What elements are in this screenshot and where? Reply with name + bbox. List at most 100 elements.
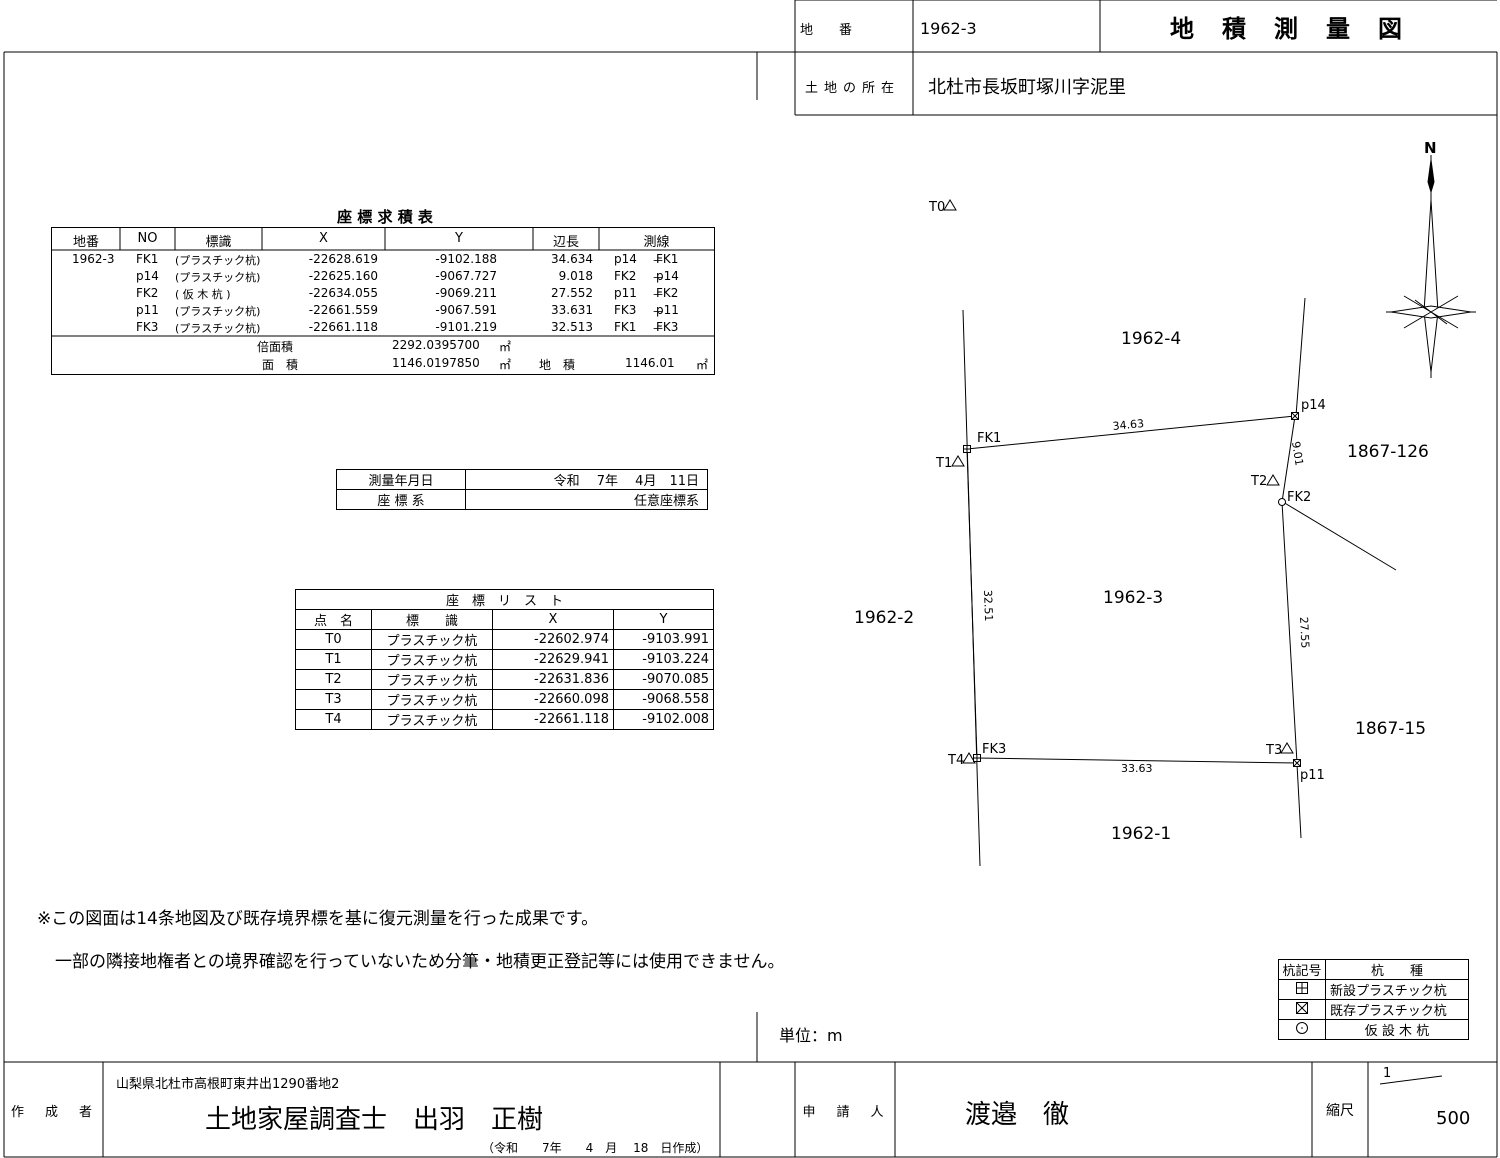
area-row-no: p14: [136, 269, 159, 283]
area-header-chiban: 地番: [72, 235, 99, 250]
chiban-value: 1962-3: [920, 18, 977, 38]
area-table-grid: [52, 228, 714, 337]
edge-fk3-fk1: [966, 448, 978, 759]
double-area-label: 倍面積: [257, 340, 294, 354]
temporary-wood-stake-icon: [1278, 1019, 1326, 1040]
chiseki-label: 地 積: [539, 358, 576, 372]
label-t1: T1: [935, 456, 952, 471]
label-t4: T4: [947, 753, 964, 768]
t3-triangle: [1280, 742, 1294, 754]
north-label: N: [1424, 139, 1437, 157]
double-area-value: 2292.0395700: [392, 338, 480, 352]
coord-header-name: 点 名: [295, 609, 372, 630]
label-fk2: FK2: [1287, 490, 1311, 505]
area-row-line-from: FK2: [614, 269, 637, 283]
label-t3: T3: [1265, 743, 1282, 758]
scale-numerator: 1: [1383, 1066, 1392, 1081]
p14-marker: [1291, 412, 1299, 420]
coord-cell-y: -9068.558: [613, 689, 714, 710]
area-row-marker: (プラスチック杭): [175, 322, 261, 335]
area-row-line-to: p11: [656, 303, 679, 317]
legend-header-symbol: 杭記号: [1278, 959, 1326, 980]
area-row-line-dash: －: [652, 288, 665, 302]
edge-p14-fk2: [1281, 415, 1296, 503]
fk2-branch-line: [1282, 501, 1397, 571]
coord-cell-y: -9102.008: [613, 709, 714, 730]
area-row-no: FK2: [136, 286, 159, 300]
chiban-label: 地 番: [800, 14, 905, 42]
label-t0: T0: [928, 200, 945, 215]
edge-length-p11-fk3: 33.63: [1121, 762, 1153, 775]
chiban-label-text: 地 番: [800, 22, 853, 38]
area-row-line-from: p11: [614, 286, 637, 300]
legend-label-new-plastic: 新設プラスチック杭: [1325, 979, 1469, 1000]
area-parcel: 1962-3: [72, 252, 115, 266]
area-row-marker: (プラスチック杭): [175, 271, 261, 284]
survey-info-table: 測量年月日 令和 7年 4月 11日 座 標 系 任意座標系: [336, 469, 708, 510]
new-plastic-stake-icon: [1278, 979, 1326, 1000]
area-row-len: 34.634: [551, 252, 593, 266]
area-row-no: p11: [136, 303, 159, 317]
coord-cell-name: T4: [295, 709, 372, 730]
t0-triangle: [943, 199, 957, 211]
area-table: 地番 NO 標識 X Y 辺長 測線 1962-3 FK1(プラスチック杭)-2…: [51, 227, 715, 375]
area-header-x: X: [319, 231, 328, 246]
area-row-x: -22634.055: [308, 286, 378, 300]
created-date: （令和 7年 4 月 18 日作成）: [482, 1141, 709, 1155]
area-header-marker: 標識: [205, 235, 232, 250]
stake-legend: 杭記号 杭 種 新設プラスチック杭 既存プラスチック杭 仮 設 木 杭: [1278, 959, 1469, 1040]
area-row-line-dash: －: [652, 305, 665, 319]
author-address: 山梨県北杜市高根町東井出1290番地2: [116, 1077, 340, 1092]
location-value: 北杜市長坂町塚川字泥里: [928, 77, 1126, 98]
edge-length-fk2-p11: 27.55: [1297, 616, 1312, 648]
area-row-marker: (プラスチック杭): [175, 305, 261, 318]
parcel-1962-2: 1962-2: [854, 608, 914, 628]
area-row-line-dash: －: [652, 254, 665, 268]
area-row-line-from: FK1: [614, 320, 637, 334]
legend-label-existing-plastic: 既存プラスチック杭: [1325, 999, 1469, 1020]
area-header-line: 測線: [643, 235, 670, 250]
area-row-line-to: FK1: [656, 252, 679, 266]
note-line-1: ※この図面は14条地図及び既存境界標を基に復元測量を行った成果です。: [37, 909, 599, 929]
area-row-y: -9101.219: [435, 320, 497, 334]
area-row-len: 33.631: [551, 303, 593, 317]
area-row-line-to: FK2: [656, 286, 679, 300]
survey-date-value: 令和 7年 4月 11日: [465, 469, 708, 490]
edge-length-fk1-p14: 34.63: [1112, 417, 1145, 433]
area-row-y: -9067.591: [435, 303, 497, 317]
fk3-marker: [973, 754, 981, 762]
edge-fk2-p11: [1281, 501, 1298, 764]
parcel-1962-1: 1962-1: [1111, 824, 1171, 844]
coord-cell-marker: プラスチック杭: [371, 709, 493, 730]
chiseki-value: 1146.01: [625, 356, 675, 370]
area-unit: ㎡: [499, 358, 512, 372]
area-table-title: 座 標 求 積 表: [337, 208, 433, 226]
area-row-x: -22628.619: [308, 252, 378, 266]
existing-plastic-stake-icon: [1278, 999, 1326, 1020]
author-label: 作 成 者: [10, 1104, 96, 1120]
edge-length-fk3-fk1: 32.51: [981, 590, 995, 622]
coord-system-value: 任意座標系: [465, 489, 708, 510]
label-p14: p14: [1301, 398, 1326, 413]
scale-label: 縮尺: [1326, 1103, 1354, 1119]
p11-marker: [1293, 759, 1301, 767]
scale-denominator: 500: [1436, 1108, 1471, 1129]
north-east-line: [1295, 297, 1306, 417]
area-row-no: FK3: [136, 320, 159, 334]
area-row-y: -9067.727: [435, 269, 497, 283]
label-t2: T2: [1250, 474, 1267, 489]
label-fk3: FK3: [982, 742, 1006, 757]
area-value: 1146.0197850: [392, 356, 480, 370]
area-row-len: 9.018: [558, 269, 593, 283]
edge-p11-fk3: [976, 757, 1298, 764]
t4-triangle: [962, 752, 976, 764]
note-line-2: 一部の隣接地権者との境界確認を行っていないため分筆・地積更正登記等には使用できま…: [55, 952, 785, 972]
fk2-marker: [1278, 498, 1286, 506]
location-label: 土地の所在: [805, 80, 901, 96]
area-row-no: FK1: [136, 252, 159, 266]
